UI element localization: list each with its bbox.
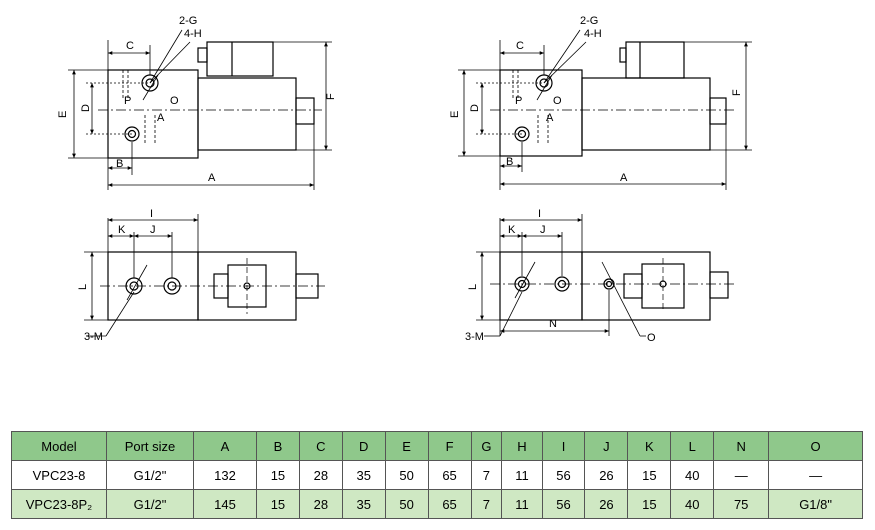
header-port-size: Port size [106,431,194,461]
svg-text:I: I [150,208,153,220]
svg-text:P: P [124,95,131,107]
table-cell: VPC23-8P₂ [11,489,107,519]
svg-text:K: K [118,224,126,236]
header-b: B [255,431,300,461]
table-cell: — [768,460,863,490]
table-cell: G1/2" [106,460,194,490]
svg-text:J: J [150,224,156,236]
table-cell: — [713,460,770,490]
spec-table: Model Port size A B C D E F G H I J K L … [11,431,863,519]
svg-text:E: E [57,111,69,118]
svg-text:O: O [170,95,179,107]
table-cell: 40 [670,489,715,519]
svg-text:3-M: 3-M [84,331,103,343]
top-view-left [84,214,325,337]
svg-text:K: K [508,224,516,236]
table-cell: 50 [384,489,429,519]
svg-text:A: A [157,112,165,124]
table-cell: 28 [298,460,343,490]
table-cell: 65 [427,460,472,490]
table-cell: 35 [341,460,386,490]
svg-text:L: L [467,284,479,290]
table-cell: 15 [627,460,672,490]
svg-text:N: N [549,318,557,330]
table-row: VPC23-8P₂ G1/2" 145 15 28 35 50 65 7 11 … [11,489,863,519]
svg-text:4-H: 4-H [184,28,202,40]
header-e: E [384,431,429,461]
svg-text:2-G: 2-G [179,15,197,27]
svg-text:O: O [553,95,562,107]
table-cell: 132 [193,460,257,490]
top-view-right [476,214,736,337]
table-cell: 15 [255,489,300,519]
table-cell: 7 [470,489,503,519]
table-cell: 28 [298,489,343,519]
table-cell: 50 [384,460,429,490]
svg-text:A: A [546,112,554,124]
table-cell: 26 [584,489,629,519]
table-cell: 7 [470,460,503,490]
table-cell: VPC23-8 [11,460,107,490]
svg-text:J: J [540,224,546,236]
header-c: C [298,431,343,461]
table-cell: 15 [627,489,672,519]
header-g: G [470,431,503,461]
svg-text:A: A [208,172,216,184]
svg-text:A: A [620,172,628,184]
header-k: K [627,431,672,461]
svg-text:C: C [516,40,524,52]
header-j: J [584,431,629,461]
svg-text:P: P [515,95,522,107]
side-view-left [68,29,332,190]
header-n: N [713,431,770,461]
table-cell: 56 [541,489,586,519]
table-cell: 26 [584,460,629,490]
table-cell: 15 [255,460,300,490]
side-view-left-labels: C 2-G 4-H P O A B A E D F [57,15,337,184]
side-view-right [458,29,752,190]
table-cell: 40 [670,460,715,490]
svg-text:D: D [469,104,481,112]
technical-drawings: C 2-G 4-H P O A B A E D F [57,15,752,344]
svg-text:4-H: 4-H [584,28,602,40]
side-view-right-labels: C 2-G 4-H P O A B A E D F [449,15,743,184]
table-cell: 75 [713,489,770,519]
table-cell: G1/8" [768,489,863,519]
table-row: VPC23-8 G1/2" 132 15 28 35 50 65 7 11 56… [11,460,863,490]
svg-text:L: L [77,284,89,290]
header-model: Model [11,431,107,461]
svg-text:2-G: 2-G [580,15,598,27]
table-cell: 65 [427,489,472,519]
svg-text:D: D [80,104,92,112]
table-cell: 11 [501,489,543,519]
header-f: F [427,431,472,461]
header-o: O [768,431,863,461]
table-cell: 56 [541,460,586,490]
header-i: I [541,431,586,461]
svg-text:C: C [126,40,134,52]
table-cell: G1/2" [106,489,194,519]
svg-text:O: O [647,332,656,344]
svg-text:3-M: 3-M [465,331,484,343]
table-header-row: Model Port size A B C D E F G H I J K L … [11,431,863,461]
header-d: D [341,431,386,461]
svg-text:I: I [538,208,541,220]
table-cell: 35 [341,489,386,519]
table-cell: 11 [501,460,543,490]
svg-text:E: E [449,111,461,118]
svg-text:F: F [731,89,743,96]
top-view-left-labels: I K J L 3-M [77,208,156,343]
top-view-right-labels: I K J L N 3-M O [465,208,656,344]
svg-text:B: B [116,158,123,170]
header-a: A [193,431,257,461]
svg-text:F: F [325,93,337,100]
table-cell: 145 [193,489,257,519]
svg-text:B: B [506,156,513,168]
header-l: L [670,431,715,461]
header-h: H [501,431,543,461]
